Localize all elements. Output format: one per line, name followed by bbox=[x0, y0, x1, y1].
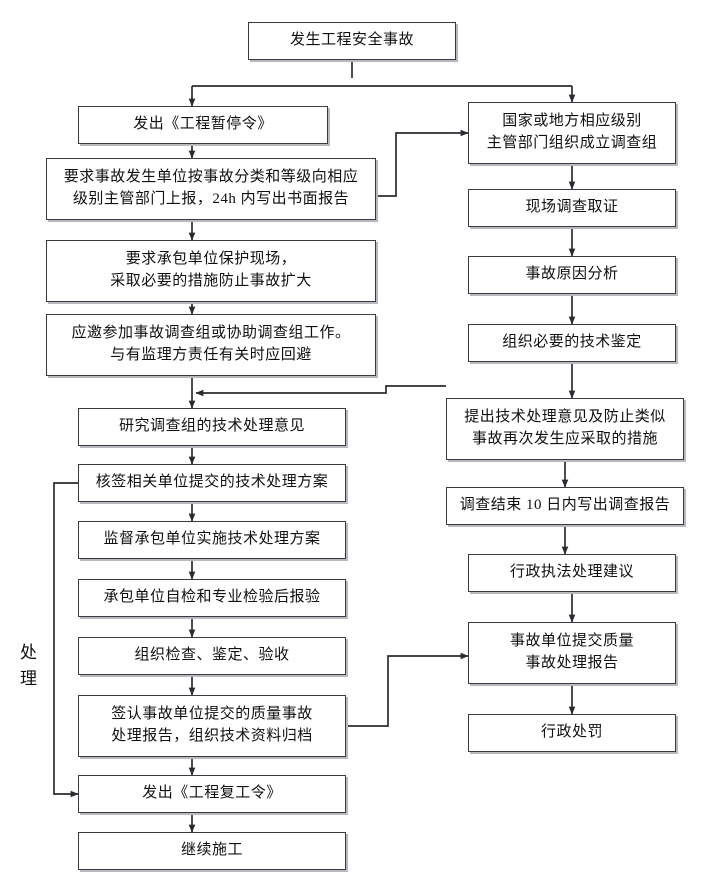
flow-node-n22[interactable]: 行政处罚 bbox=[468, 714, 676, 752]
flow-node-n01[interactable]: 发生工程安全事故 bbox=[248, 22, 456, 60]
flow-node-n17[interactable]: 组织必要的技术鉴定 bbox=[468, 324, 676, 362]
flow-node-n14[interactable]: 国家或地方相应级别 主管部门组织成立调查组 bbox=[468, 102, 676, 164]
connector-e-18-06 bbox=[195, 385, 446, 397]
flow-node-label: 发出《工程复工令》 bbox=[142, 785, 282, 802]
flow-node-label: 组织必要的技术鉴定 bbox=[502, 334, 642, 351]
flow-node-label: 发出《工程暂停令》 bbox=[133, 116, 273, 133]
flow-node-label: 要求承包单位保护现场， 采取必要的措施防止事故扩大 bbox=[110, 251, 312, 289]
flow-node-n15[interactable]: 现场调查取证 bbox=[468, 189, 676, 227]
connector-e-03-14 bbox=[376, 129, 469, 197]
process-side-label-text: 处 理 bbox=[20, 643, 38, 689]
flow-node-n19[interactable]: 调查结束 10 日内写出调查报告 bbox=[446, 487, 684, 525]
flow-node-label: 发生工程安全事故 bbox=[289, 32, 414, 49]
flow-node-label: 现场调查取证 bbox=[525, 199, 619, 216]
flow-node-n16[interactable]: 事故原因分析 bbox=[468, 256, 676, 294]
flow-node-n10[interactable]: 组织检查、鉴定、验收 bbox=[78, 637, 346, 675]
flow-node-label: 应邀参加事故调查组或协助调查组工作。 与有监理方责任有关时应回避 bbox=[71, 325, 351, 363]
flow-node-n12[interactable]: 发出《工程复工令》 bbox=[78, 775, 346, 813]
flow-node-n03[interactable]: 要求事故发生单位按事故分类和等级向相应 级别主管部门上报，24h 内写出书面报告 bbox=[46, 158, 376, 220]
flow-node-n13[interactable]: 继续施工 bbox=[78, 832, 346, 870]
flow-node-label: 事故单位提交质量 事故处理报告 bbox=[509, 633, 634, 671]
process-side-label: 处 理 bbox=[14, 640, 44, 693]
flow-node-label: 监督承包单位实施技术处理方案 bbox=[103, 531, 321, 548]
flow-node-n07[interactable]: 核签相关单位提交的技术处理方案 bbox=[78, 464, 346, 502]
flow-node-label: 要求事故发生单位按事故分类和等级向相应 级别主管部门上报，24h 内写出书面报告 bbox=[63, 169, 359, 207]
flow-node-n04[interactable]: 要求承包单位保护现场， 采取必要的措施防止事故扩大 bbox=[46, 240, 376, 302]
flow-node-label: 组织检查、鉴定、验收 bbox=[134, 647, 290, 664]
flow-node-label: 继续施工 bbox=[180, 842, 243, 859]
flow-node-label: 调查结束 10 日内写出调查报告 bbox=[459, 497, 671, 514]
flow-node-label: 提出技术处理意见及防止类似 事故再次发生应采取的措施 bbox=[464, 409, 666, 447]
flow-node-n08[interactable]: 监督承包单位实施技术处理方案 bbox=[78, 521, 346, 559]
flow-node-label: 核签相关单位提交的技术处理方案 bbox=[95, 474, 329, 491]
flow-node-n05[interactable]: 应邀参加事故调查组或协助调查组工作。 与有监理方责任有关时应回避 bbox=[46, 314, 376, 376]
flow-node-n09[interactable]: 承包单位自检和专业检验后报验 bbox=[78, 579, 346, 617]
flow-node-n02[interactable]: 发出《工程暂停令》 bbox=[78, 106, 328, 144]
flow-node-n06[interactable]: 研究调查组的技术处理意见 bbox=[78, 408, 346, 446]
flow-node-n20[interactable]: 行政执法处理建议 bbox=[468, 554, 676, 592]
flow-node-label: 行政处罚 bbox=[540, 724, 603, 741]
flow-node-label: 行政执法处理建议 bbox=[509, 564, 634, 581]
flow-node-label: 承包单位自检和专业检验后报验 bbox=[103, 589, 321, 606]
connector-e-11-21 bbox=[346, 652, 469, 727]
flow-node-n18[interactable]: 提出技术处理意见及防止类似 事故再次发生应采取的措施 bbox=[446, 398, 684, 460]
flow-node-label: 事故原因分析 bbox=[525, 266, 619, 283]
flow-node-label: 研究调查组的技术处理意见 bbox=[118, 418, 305, 435]
flow-node-label: 国家或地方相应级别 主管部门组织成立调查组 bbox=[486, 113, 658, 151]
flow-node-label: 签认事故单位提交的质量事故 处理报告，组织技术资料归档 bbox=[111, 706, 313, 744]
connector-e-07-12 bbox=[53, 482, 79, 798]
flow-node-n21[interactable]: 事故单位提交质量 事故处理报告 bbox=[468, 622, 676, 684]
flow-node-n11[interactable]: 签认事故单位提交的质量事故 处理报告，组织技术资料归档 bbox=[78, 695, 346, 757]
